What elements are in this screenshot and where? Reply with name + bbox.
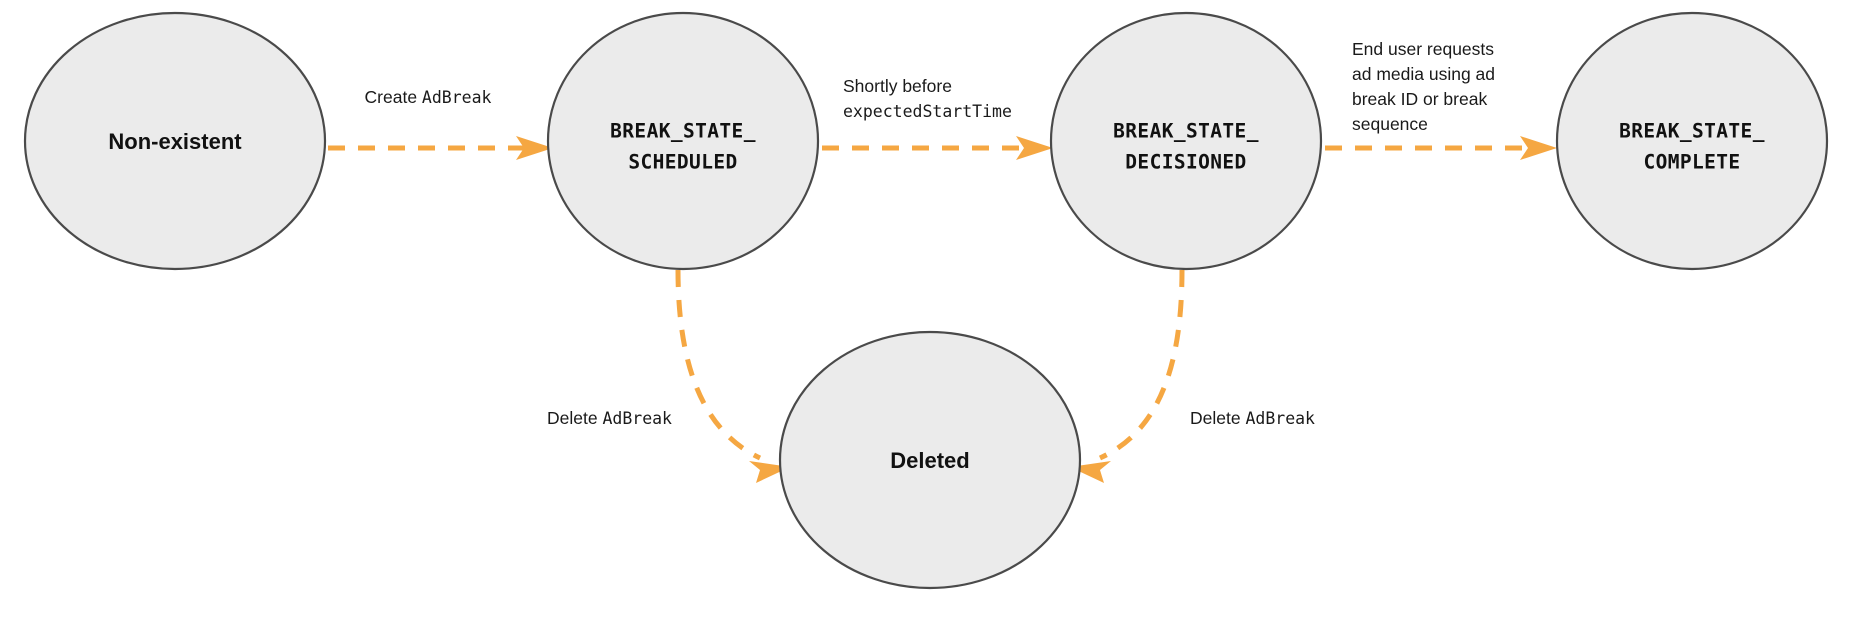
edge-delete-adbreak-from-decisioned[interactable]	[1070, 269, 1185, 483]
edge-delete-adbreak-from-scheduled[interactable]	[675, 269, 790, 483]
edge-delete-left-line	[675, 269, 762, 461]
edge-label-end-user-line1: End user requests	[1352, 39, 1494, 59]
edge-delete-right-line	[1098, 269, 1185, 461]
node-break-state-complete-label-line2: COMPLETE	[1643, 151, 1740, 174]
node-break-state-decisioned-label-line2: DECISIONED	[1125, 151, 1246, 174]
edge-label-shortly-before-line1: Shortly before	[843, 76, 952, 96]
edge-label-create-adbreak: Create AdBreak	[365, 87, 492, 107]
node-break-state-scheduled-shape	[546, 11, 820, 271]
node-deleted[interactable]: Deleted	[778, 330, 1082, 590]
node-break-state-complete-shape	[1555, 11, 1829, 271]
edge-label-end-user-requests: End user requests ad media using ad brea…	[1352, 39, 1495, 134]
node-break-state-complete-label-line1: BREAK_STATE_	[1619, 120, 1765, 143]
arrowhead-icon	[1016, 136, 1053, 160]
node-break-state-decisioned-label-line1: BREAK_STATE_	[1113, 120, 1259, 143]
edge-label-create-mono: AdBreak	[422, 88, 492, 107]
edge-label-expected-start-time: expectedStartTime	[843, 102, 1012, 121]
edge-label-delete-left-mono: AdBreak	[602, 409, 672, 428]
edge-label-delete-right-mono: AdBreak	[1245, 409, 1315, 428]
node-non-existent[interactable]: Non-existent	[23, 11, 327, 271]
node-break-state-scheduled-label-line1: BREAK_STATE_	[610, 120, 756, 143]
arrowhead-icon	[1520, 136, 1557, 160]
node-break-state-scheduled-label-line2: SCHEDULED	[628, 151, 737, 174]
edge-label-delete-right-text: Delete AdBreak	[1190, 408, 1315, 428]
node-break-state-scheduled[interactable]: BREAK_STATE_ SCHEDULED	[546, 11, 820, 271]
edge-label-delete-left-text: Delete AdBreak	[547, 408, 672, 428]
edge-label-shortly-before: Shortly before expectedStartTime	[843, 76, 1012, 121]
edge-label-end-user-line4: sequence	[1352, 114, 1428, 134]
edge-label-end-user-line3: break ID or break	[1352, 89, 1487, 109]
node-break-state-decisioned[interactable]: BREAK_STATE_ DECISIONED	[1049, 11, 1323, 271]
node-break-state-decisioned-shape	[1049, 11, 1323, 271]
node-non-existent-label: Non-existent	[108, 129, 242, 154]
edge-label-create-adbreak-text: Create AdBreak	[365, 87, 492, 107]
edge-label-delete-adbreak-left: Delete AdBreak	[547, 408, 672, 428]
edge-label-end-user-line2: ad media using ad	[1352, 64, 1495, 84]
edge-shortly-before[interactable]	[822, 136, 1053, 160]
edge-label-delete-right-plain: Delete	[1190, 408, 1245, 428]
edge-label-delete-left-plain: Delete	[547, 408, 602, 428]
node-break-state-complete[interactable]: BREAK_STATE_ COMPLETE	[1555, 11, 1829, 271]
node-deleted-label: Deleted	[890, 448, 969, 473]
node-non-existent-shape	[23, 11, 327, 271]
edge-end-user-requests[interactable]	[1325, 136, 1557, 160]
arrowhead-icon	[516, 136, 553, 160]
edge-label-create-plain: Create	[365, 87, 422, 107]
edge-label-delete-adbreak-right: Delete AdBreak	[1190, 408, 1315, 428]
node-deleted-shape	[778, 330, 1082, 590]
edge-create-adbreak[interactable]	[328, 136, 553, 160]
